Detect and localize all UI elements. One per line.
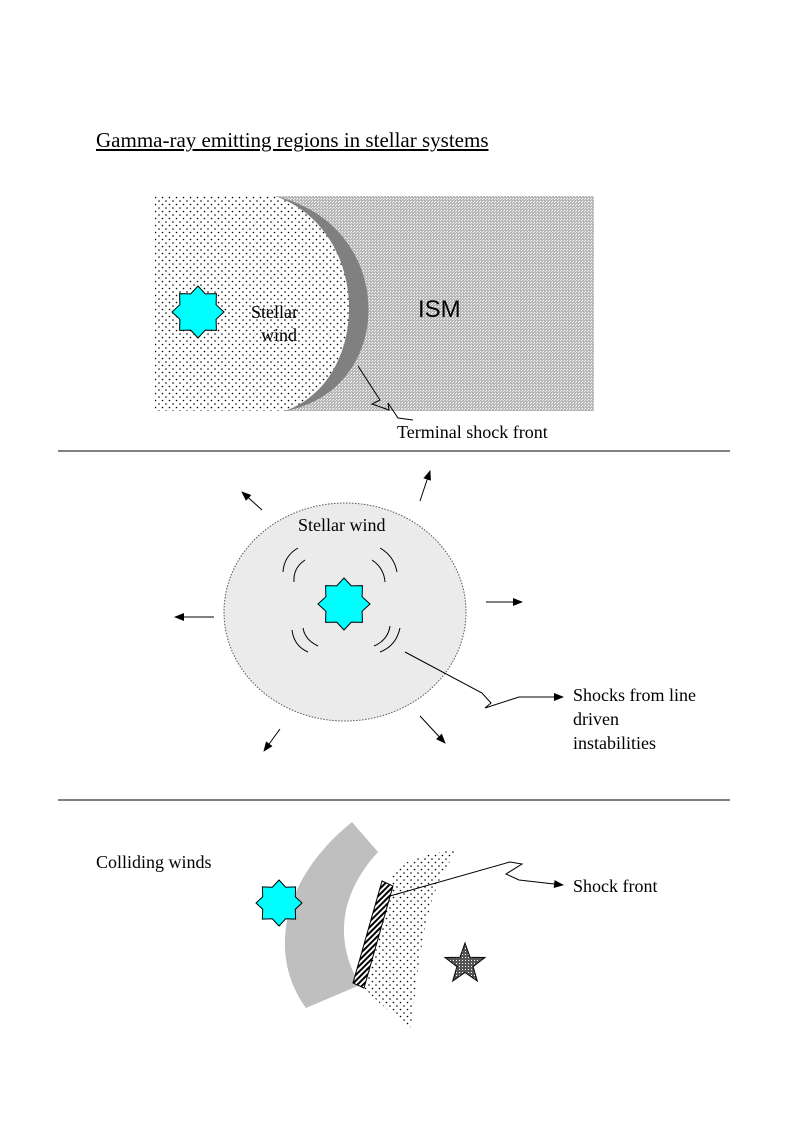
outflow-arrow-up-right	[419, 470, 431, 502]
outflow-arrow-up-left	[241, 491, 263, 511]
stellar-wind-region	[155, 196, 350, 411]
line-driven-label-2: driven	[573, 709, 619, 729]
ism-label: ISM	[418, 296, 461, 323]
outflow-arrow-down-right	[419, 715, 446, 744]
primary-wind-arc	[284, 822, 378, 1008]
panel-line-driven-shocks: Stellar wind Shocks from line driven ins…	[174, 470, 696, 753]
shock-front-slab	[352, 880, 394, 989]
page-title: Gamma-ray emitting regions in stellar sy…	[96, 128, 489, 152]
panel-colliding-winds: Colliding winds Shock front	[96, 822, 658, 1030]
panel-terminal-shock: Stellar wind ISM Terminal shock front	[155, 196, 594, 442]
terminal-shock-label: Terminal shock front	[397, 422, 548, 442]
star-icon	[171, 285, 225, 339]
companion-wind-region	[362, 850, 458, 1030]
terminal-shock-shell	[275, 196, 369, 411]
shock-front-label: Shock front	[573, 876, 658, 896]
stellar-wind-label-line2: wind	[261, 325, 297, 345]
star-icon	[255, 879, 303, 927]
shock-front-leader	[389, 861, 564, 897]
outflow-arrows	[174, 470, 523, 752]
outflow-arrow-down-left	[263, 728, 281, 752]
stellar-wind-label: Stellar wind	[298, 515, 386, 535]
star-icon	[317, 577, 371, 631]
instability-arcs	[282, 547, 401, 653]
line-driven-leader	[404, 651, 564, 709]
line-driven-label-3: instabilities	[573, 733, 656, 753]
companion-star-icon	[443, 941, 487, 983]
stellar-wind-label-line1: Stellar	[251, 302, 298, 322]
terminal-shock-leader	[357, 365, 414, 421]
line-driven-label-1: Shocks from line	[573, 685, 696, 705]
colliding-winds-label: Colliding winds	[96, 852, 212, 872]
